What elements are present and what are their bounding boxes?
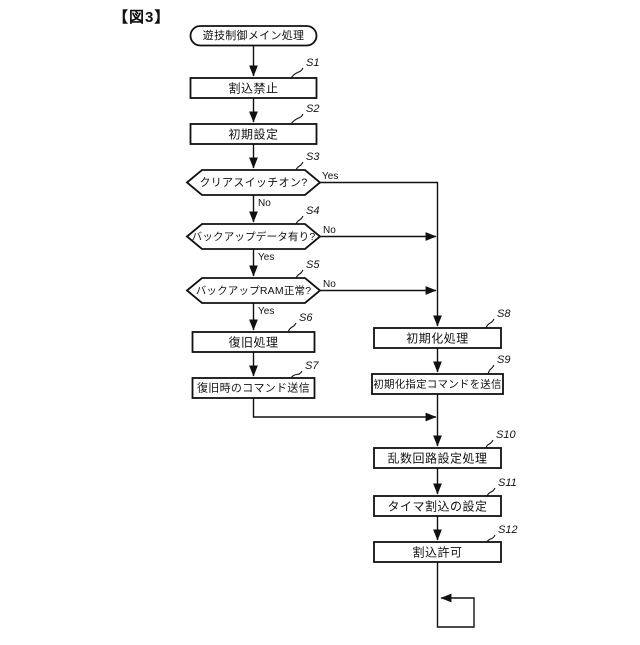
node-s1: 割込禁止 S1 — [189, 57, 319, 99]
s8-box — [373, 327, 502, 349]
node-s9: 初期化指定コマンドを送信 S9 — [371, 354, 510, 395]
s3-leader-line — [295, 161, 304, 171]
s2-leader-line — [290, 113, 304, 125]
branch-label-s5-no: No — [323, 279, 336, 290]
node-s12: 割込許可 S12 — [373, 524, 518, 563]
branch-label-s3-yes: Yes — [322, 171, 338, 182]
s7-leader-line — [290, 370, 303, 379]
s12-leader-line — [486, 534, 496, 543]
node-s8: 初期化処理 S8 — [373, 308, 511, 349]
s5-label: バックアップRAM正常? — [196, 284, 312, 297]
s7-step-label: S7 — [305, 360, 319, 372]
s5-decision-shape — [185, 277, 322, 304]
node-s10: 乱数回路設定処理 S10 — [373, 429, 516, 469]
s1-label: 割込禁止 — [228, 81, 278, 96]
edge-s7-merge-line — [252, 398, 437, 422]
s11-leader-line — [486, 487, 496, 497]
s10-step-label: S10 — [496, 429, 516, 441]
s1-box — [189, 77, 318, 99]
node-s2: 初期設定 S2 — [189, 103, 319, 145]
branch-label-s3-no: No — [258, 198, 271, 209]
s4-leader-line — [295, 215, 304, 225]
figure-title: 【図3】 — [113, 8, 170, 26]
branch-label-s4-yes: Yes — [258, 252, 274, 263]
s2-step-label: S2 — [306, 103, 319, 115]
s3-label: クリアスイッチオン? — [199, 176, 307, 189]
s11-step-label: S11 — [498, 477, 517, 489]
s6-box — [191, 331, 316, 353]
s9-leader-line — [487, 364, 495, 375]
s8-leader-line — [485, 318, 495, 329]
s2-label: 初期設定 — [228, 127, 278, 142]
s1-step-label: S1 — [306, 57, 319, 69]
s4-step-label: S4 — [306, 205, 319, 217]
s5-leader-line — [295, 269, 304, 279]
s10-label: 乱数回路設定処理 — [387, 451, 487, 466]
s4-decision-shape — [185, 223, 322, 250]
node-s7: 復旧時のコマンド送信 S7 — [191, 360, 319, 399]
s6-step-label: S6 — [299, 312, 313, 324]
edge-s12-endless-loop — [436, 562, 475, 628]
edge-s3-yes-line — [320, 181, 442, 327]
s2-box — [189, 123, 318, 145]
s6-label: 復旧処理 — [228, 335, 278, 350]
node-s3: クリアスイッチオン? S3 — [185, 151, 322, 196]
start-terminal-shape — [189, 25, 318, 47]
s9-step-label: S9 — [497, 354, 510, 366]
s9-box — [371, 373, 504, 395]
node-s6: 復旧処理 S6 — [191, 312, 316, 353]
s11-box — [373, 495, 502, 517]
s8-step-label: S8 — [497, 308, 511, 320]
node-s4: バックアップデータ有り? S4 — [185, 205, 322, 250]
branch-label-s5-yes: Yes — [258, 306, 274, 317]
s12-box — [373, 541, 502, 563]
s6-leader-line — [287, 322, 297, 333]
s7-box — [191, 377, 316, 399]
s1-leader-line — [290, 67, 304, 79]
node-s5: バックアップRAM正常? S5 — [185, 259, 322, 304]
s12-step-label: S12 — [498, 524, 518, 536]
start-terminal-label: 遊技制御メイン処理 — [203, 28, 305, 42]
s3-step-label: S3 — [306, 151, 320, 163]
s10-box — [373, 447, 502, 469]
node-s11: タイマ割込の設定 S11 — [373, 477, 517, 517]
s11-label: タイマ割込の設定 — [387, 499, 487, 514]
branch-label-s4-no: No — [323, 225, 336, 236]
s10-leader-line — [485, 439, 494, 449]
s8-label: 初期化処理 — [406, 332, 469, 346]
s4-label: バックアップデータ有り? — [192, 230, 316, 243]
s7-label: 復旧時のコマンド送信 — [197, 381, 310, 395]
s12-label: 割込許可 — [412, 545, 462, 560]
node-start: 遊技制御メイン処理 — [189, 25, 318, 47]
s3-decision-shape — [185, 169, 322, 196]
s5-step-label: S5 — [306, 259, 320, 271]
s9-label: 初期化指定コマンドを送信 — [373, 378, 501, 391]
